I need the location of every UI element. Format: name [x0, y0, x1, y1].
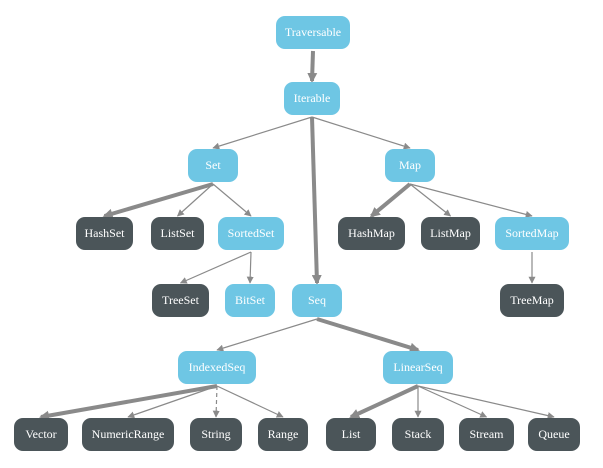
- node-listset: ListSet: [151, 217, 204, 250]
- edge-iterable-to-map: [311, 116, 411, 150]
- node-listmap: ListMap: [421, 217, 480, 250]
- node-vector: Vector: [14, 418, 68, 451]
- node-range: Range: [258, 418, 308, 451]
- edge-set-to-hashset: [102, 182, 214, 219]
- edge-map-to-sortedmap: [409, 183, 533, 218]
- node-sortedmap: SortedMap: [495, 217, 569, 250]
- edge-indexedseq-to-numericrange: [127, 385, 218, 419]
- edge-seq-to-linearseq: [316, 317, 420, 353]
- edge-set-to-listset: [176, 183, 214, 217]
- edge-seq-to-indexedseq: [216, 318, 318, 352]
- node-treemap: TreeMap: [500, 284, 564, 317]
- node-map: Map: [385, 149, 435, 182]
- node-hashset: HashSet: [76, 217, 133, 250]
- edge-linearseq-to-queue: [417, 385, 555, 420]
- edge-map-to-hashmap: [369, 182, 412, 218]
- node-stack: Stack: [392, 418, 444, 451]
- node-seq: Seq: [292, 284, 342, 317]
- edge-traversable-to-iterable: [307, 50, 318, 83]
- edge-map-to-listmap: [409, 183, 452, 217]
- edge-indexedseq-to-string: [212, 385, 220, 418]
- node-hashmap: HashMap: [338, 217, 405, 250]
- node-stream: Stream: [459, 418, 514, 451]
- node-bitset: BitSet: [225, 284, 275, 317]
- node-numericrange: NumericRange: [82, 418, 174, 451]
- node-string: String: [190, 418, 242, 451]
- edge-iterable-to-seq: [310, 116, 322, 285]
- node-treeset: TreeSet: [152, 284, 209, 317]
- node-linearseq: LinearSeq: [383, 351, 453, 384]
- edge-linearseq-to-stream: [417, 385, 488, 418]
- edge-linearseq-to-list: [349, 384, 419, 419]
- node-set: Set: [188, 149, 238, 182]
- edge-sortedset-to-treeset: [179, 251, 252, 284]
- edge-sortedset-to-bitset: [246, 251, 254, 284]
- edge-set-to-sortedset: [212, 183, 252, 217]
- edge-iterable-to-set: [212, 116, 313, 150]
- node-iterable: Iterable: [284, 82, 340, 115]
- node-list: List: [326, 418, 376, 451]
- node-sortedset: SortedSet: [218, 217, 284, 250]
- node-queue: Queue: [528, 418, 580, 451]
- node-indexedseq: IndexedSeq: [178, 351, 256, 384]
- edge-indexedseq-to-range: [216, 385, 284, 418]
- edge-indexedseq-to-vector: [39, 384, 218, 421]
- node-traversable: Traversable: [276, 16, 350, 49]
